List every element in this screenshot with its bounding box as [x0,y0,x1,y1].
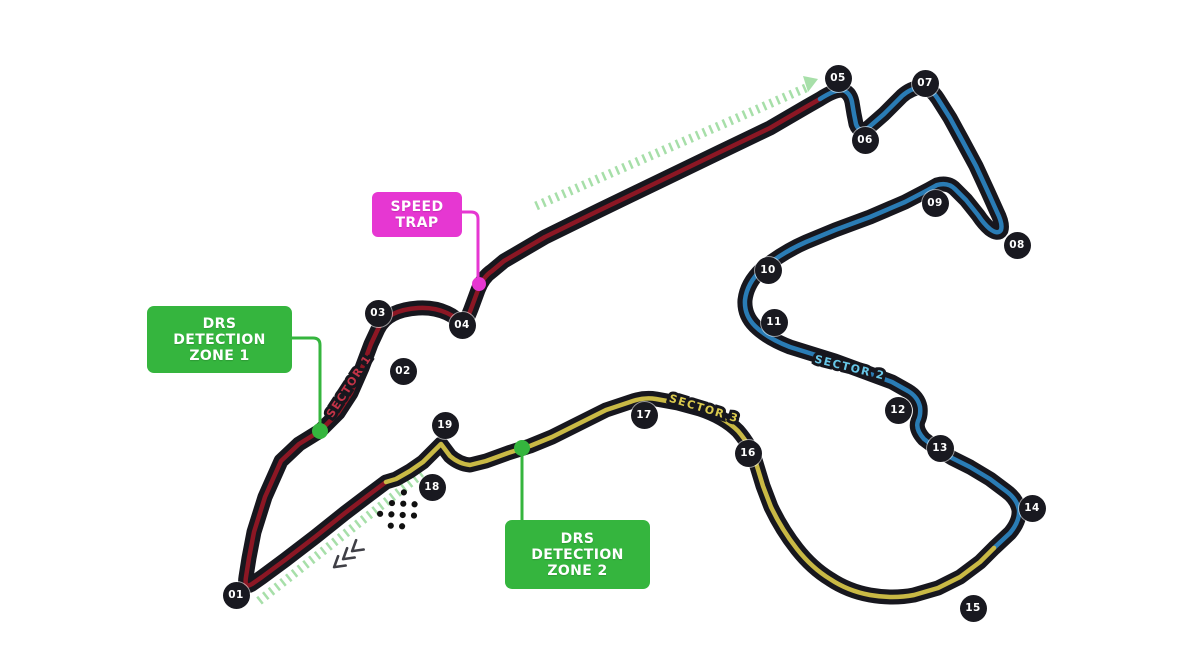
turn-marker: 17 [630,401,658,429]
turn-label: 11 [766,316,782,328]
turn-marker: 10 [754,256,782,284]
drs-detection-zone1-label: DRS DETECTION ZONE 1 [147,306,292,373]
turn-marker: 05 [824,64,852,92]
speed-trap-line2: TRAP [395,214,439,231]
turn-marker: 13 [926,434,954,462]
speed-trap-line1: SPEED [390,198,444,215]
turn-marker: 09 [921,189,949,217]
flag-dot [411,501,418,508]
turn-label: 17 [636,409,652,421]
drs-zone-1-dashes [534,82,810,211]
turn-marker: 15 [959,594,987,622]
drs-zone-arrow-icon [803,76,818,92]
flag-dot [387,522,394,529]
sector2-label: SECTOR 2 [813,353,886,383]
drs1-line2: DETECTION [173,331,266,348]
turn-marker: 18 [418,473,446,501]
flag-dot [399,511,406,519]
turn-label: 15 [965,602,981,614]
turn-label: 04 [454,319,470,331]
turn-label: 19 [437,419,453,431]
turn-marker: 02 [389,357,417,385]
drs2-line3: ZONE 2 [547,562,608,579]
turn-marker: 14 [1018,494,1046,522]
sector1-line [243,96,823,588]
sector3-line [383,396,997,600]
turn-label: 13 [932,442,948,454]
turn-label: 01 [228,589,244,601]
turn-label: 12 [890,404,906,416]
drs1-detection-dot [312,423,328,439]
speed-trap-connector [461,210,480,281]
turn-label: 18 [424,481,440,493]
flag-dot [398,523,406,530]
speed-trap-dot [472,277,486,291]
flag-dot [388,511,395,518]
flag-dot [410,512,418,519]
checkered-flag-icon [376,489,418,530]
flag-dot [376,510,384,517]
sector2-line [742,84,1022,551]
turn-marker: 16 [734,439,762,467]
flag-dot [388,499,396,507]
flag-dot [400,489,407,496]
turn-label: 05 [830,72,846,84]
drs1-connector [292,336,322,428]
turn-marker: 07 [911,69,939,97]
turn-label: 09 [927,197,943,209]
sector1-label: SECTOR 1 [324,352,374,420]
turn-marker: 01 [222,581,250,609]
turn-label: 03 [370,307,386,319]
turn-marker: 08 [1003,231,1031,259]
drs-zone-2-dashes [256,469,426,605]
drs-detection-zone2-label: DRS DETECTION ZONE 2 [505,520,650,589]
turn-marker: 19 [431,411,459,439]
turn-label: 16 [740,447,756,459]
turn-marker: 12 [884,396,912,424]
turn-marker: 03 [364,299,392,327]
drs1-line3: ZONE 1 [189,347,250,364]
turn-label: 08 [1009,239,1025,251]
turn-marker: 11 [760,308,788,336]
turn-label: 14 [1024,502,1040,514]
turn-label: 07 [917,77,933,89]
speed-trap-label: SPEED TRAP [372,192,462,237]
drs-zone-dashes [256,82,810,605]
turn-label: 06 [857,134,873,146]
turn-label: 02 [395,365,411,377]
flag-dot [400,500,407,507]
drs2-line2: DETECTION [531,546,624,563]
drs2-detection-dot [514,440,530,456]
turn-marker: 06 [851,126,879,154]
turn-marker: 04 [448,311,476,339]
direction-chevrons-icon [332,538,365,569]
drs2-line1: DRS [560,530,595,547]
drs1-line1: DRS [202,315,237,332]
turn-label: 10 [760,264,776,276]
